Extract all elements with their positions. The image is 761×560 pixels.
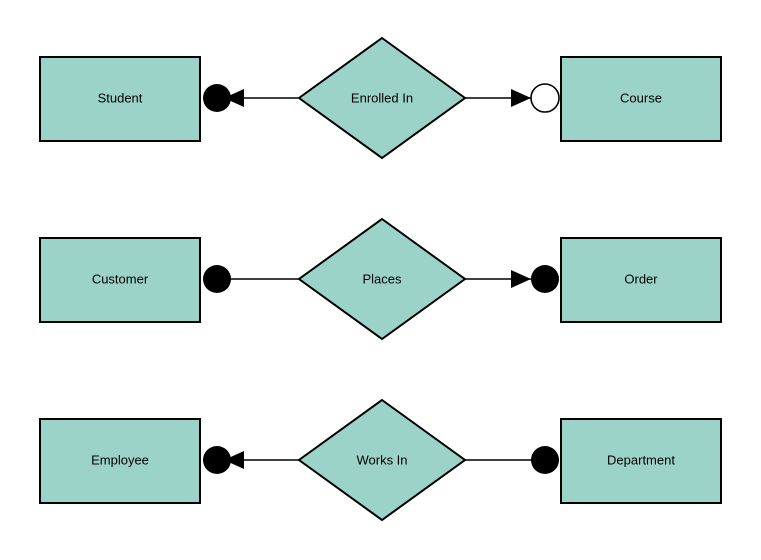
cardinality-marker-hollow-course[interactable] [530,83,560,113]
relationship-group-1: Student Enrolled In Course [39,36,722,160]
cardinality-marker-filled-student[interactable] [203,84,231,112]
relationship-diamond-places[interactable] [297,217,467,341]
cardinality-marker-filled-customer[interactable] [203,265,231,293]
arrowhead-left-1 [224,89,244,107]
entity-box-student[interactable] [39,56,201,142]
relationship-group-3: Employee Works In Department [39,398,722,522]
entity-box-course[interactable] [560,56,722,142]
entity-box-department[interactable] [560,418,722,504]
relationship-diamond-enrolled-in[interactable] [297,36,467,160]
relationship-group-2: Customer Places Order [39,217,722,341]
entity-box-employee[interactable] [39,418,201,504]
arrowhead-right-1 [511,89,531,107]
entity-box-order[interactable] [560,237,722,323]
cardinality-marker-filled-department[interactable] [531,446,559,474]
arrowhead-left-3 [224,451,244,469]
relationship-diamond-works-in[interactable] [297,398,467,522]
cardinality-marker-filled-order[interactable] [531,265,559,293]
arrowhead-right-2 [511,270,531,288]
cardinality-marker-filled-employee[interactable] [203,446,231,474]
entity-box-customer[interactable] [39,237,201,323]
